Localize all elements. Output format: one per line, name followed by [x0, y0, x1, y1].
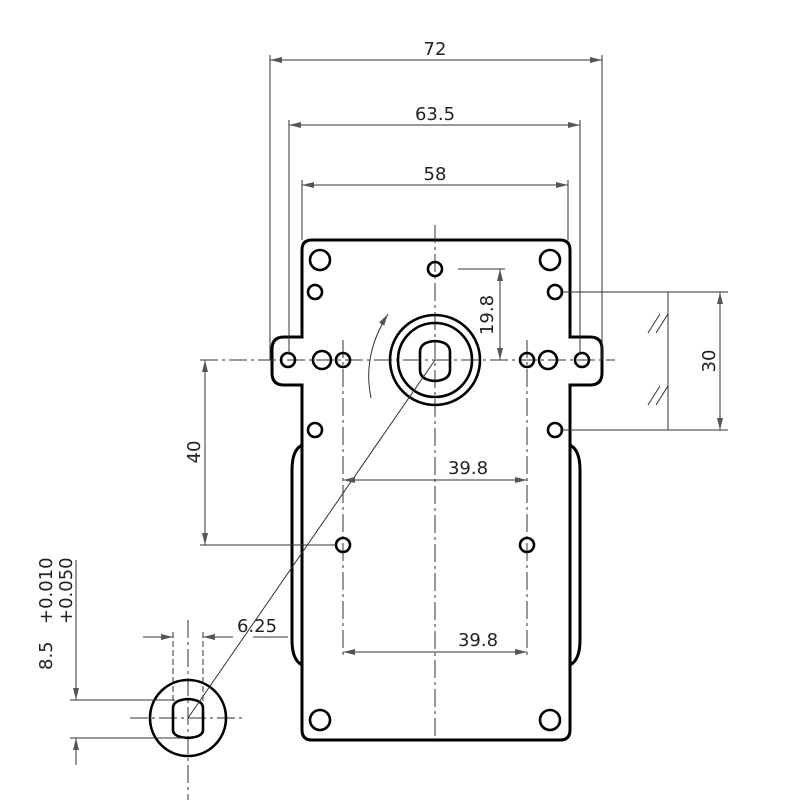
- hole: [546, 421, 564, 439]
- hole: [311, 349, 333, 371]
- hole: [518, 351, 536, 369]
- dim-ear-hole-spacing: 63.5: [415, 104, 455, 125]
- output-shaft: [388, 313, 482, 407]
- hole: [334, 351, 352, 369]
- dim-body-width: 58: [424, 164, 447, 185]
- hole: [546, 283, 564, 301]
- dim-hole-spacing-upper: 39.8: [448, 458, 488, 479]
- left-side-bulge: [290, 443, 303, 667]
- centerlines: [130, 225, 615, 800]
- hole: [538, 708, 562, 732]
- dim-shaft-tol-upper: +0.010: [36, 557, 57, 624]
- hole: [538, 248, 562, 272]
- shaft-detail: [148, 678, 228, 758]
- hole: [306, 421, 324, 439]
- dim-shaft-diameter: 8.5: [36, 641, 57, 670]
- hole: [308, 708, 332, 732]
- dim-shaft-tol-lower: +0.050: [56, 557, 77, 624]
- dim-vertical-hole-spacing: 40: [184, 441, 205, 464]
- leader-line: [187, 359, 436, 719]
- right-side-bulge: [569, 443, 582, 667]
- dim-side-hole-spacing: 30: [699, 350, 720, 373]
- hole: [279, 351, 297, 369]
- hole: [573, 351, 591, 369]
- hole: [426, 260, 444, 278]
- dim-hole-spacing-lower: 39.8: [458, 630, 498, 651]
- hole: [537, 349, 559, 371]
- mounting-holes: [279, 248, 591, 732]
- hole: [306, 283, 324, 301]
- dim-top-hole-offset: 19.8: [477, 295, 498, 335]
- hole: [334, 536, 352, 554]
- hole: [308, 248, 332, 272]
- rotation-arrow: [368, 313, 389, 399]
- dim-shaft-flat-width: 6.25: [237, 616, 277, 637]
- dimension-lines: [70, 55, 728, 765]
- hole: [518, 536, 536, 554]
- motor-body-outline: [270, 238, 604, 742]
- dim-overall-width: 72: [424, 39, 447, 60]
